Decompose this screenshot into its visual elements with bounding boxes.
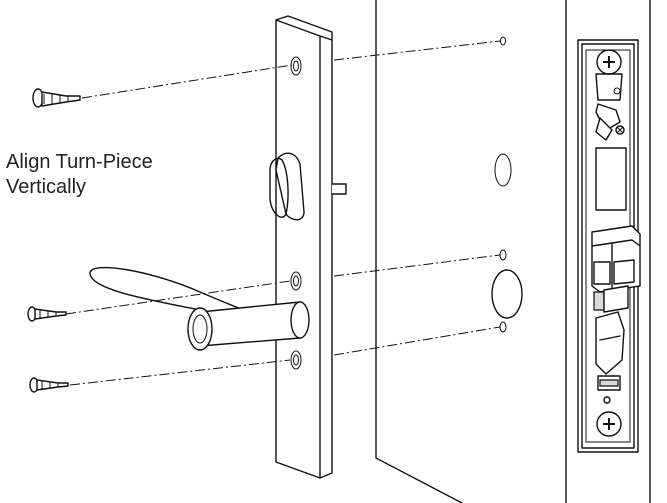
door-edge xyxy=(375,0,651,503)
lever-handle xyxy=(89,266,310,351)
screw-top xyxy=(32,88,81,108)
deadbolt-opening xyxy=(595,147,627,211)
screw-middle xyxy=(27,306,67,322)
top-mounting-screw xyxy=(595,49,623,101)
mortise-lock-body xyxy=(577,39,641,453)
latch-bolt xyxy=(591,225,641,293)
caption-line-2: Vertically xyxy=(6,176,87,198)
alignment-lines xyxy=(65,40,501,386)
escutcheon-plate xyxy=(275,15,333,479)
turn-piece xyxy=(269,152,347,221)
caption-line-1: Align Turn-Piece xyxy=(6,151,153,173)
upper-latch xyxy=(595,103,625,141)
auxiliary-latch xyxy=(593,285,629,313)
screw-bottom xyxy=(29,377,69,393)
lower-hub xyxy=(595,311,625,391)
bottom-mounting-screw xyxy=(596,396,622,437)
door-holes xyxy=(491,36,523,333)
instruction-caption: Align Turn-Piece Vertically xyxy=(6,150,153,200)
